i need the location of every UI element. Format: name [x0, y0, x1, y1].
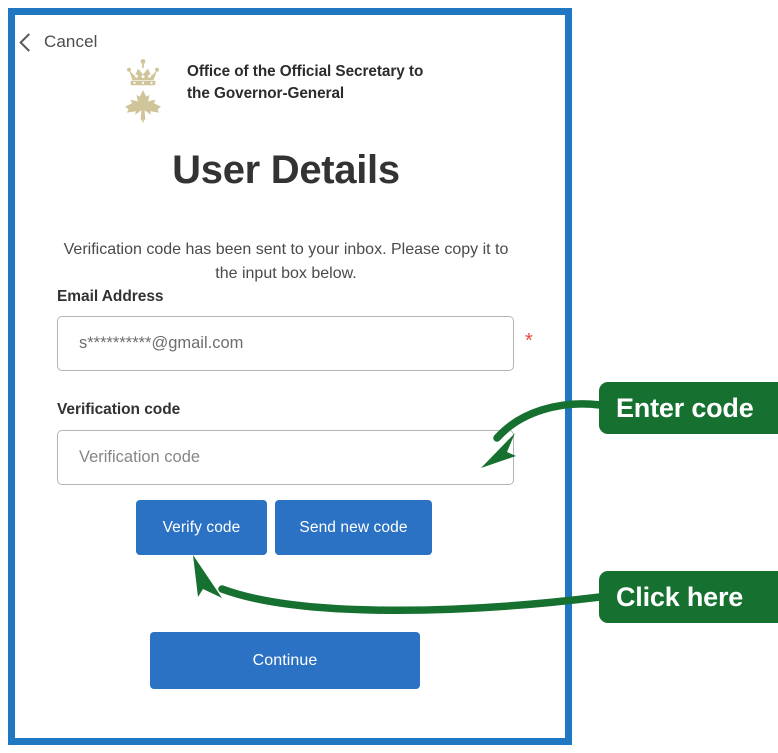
verification-code-input[interactable]	[57, 430, 514, 485]
brand-title-line2: the Governor-General	[187, 84, 345, 102]
brand-title-line1: Office of the Official Secretary to	[187, 63, 424, 80]
cancel-label: Cancel	[44, 32, 98, 51]
annotation-enter-code: Enter code	[599, 382, 778, 434]
send-new-code-button[interactable]: Send new code	[275, 500, 432, 555]
continue-button[interactable]: Continue	[150, 632, 420, 689]
email-input[interactable]	[57, 316, 514, 371]
app-window-frame	[8, 8, 572, 745]
email-required-asterisk: *	[525, 330, 533, 352]
brand-block: Office of the Official Secretary to the …	[117, 57, 423, 123]
chevron-left-icon	[19, 33, 38, 52]
annotation-enter-code-label: Enter code	[616, 392, 754, 423]
instruction-text: Verification code has been sent to your …	[63, 241, 509, 282]
page-title: User Details	[172, 148, 400, 192]
verify-code-button[interactable]: Verify code	[136, 500, 267, 555]
crown-maple-leaf-crest-icon	[125, 59, 161, 123]
email-field-label: Email Address	[57, 288, 164, 305]
verification-code-label: Verification code	[57, 401, 181, 418]
cancel-link[interactable]: Cancel	[19, 32, 98, 52]
brand-title: Office of the Official Secretary to the …	[187, 57, 423, 104]
annotation-click-here: Click here	[599, 571, 778, 623]
annotation-click-here-label: Click here	[616, 581, 744, 612]
